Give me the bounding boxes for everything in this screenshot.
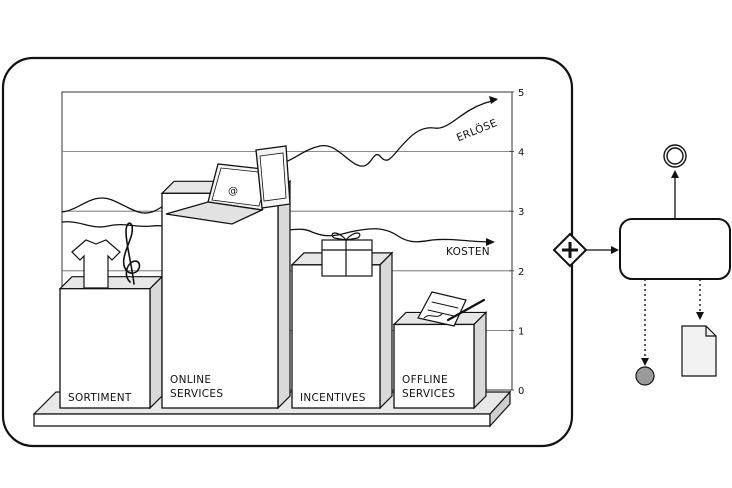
gift-bow-icon	[331, 232, 361, 241]
bar-face	[59, 288, 151, 409]
bar-label: SERVICES	[170, 388, 223, 400]
bar-top	[58, 276, 164, 290]
bar-labels: SORTIMENT ONLINE SERVICES INCENTIVES OFFLINE…	[68, 374, 455, 404]
bar-label: ONLINE	[170, 374, 211, 386]
letter-writing	[423, 301, 459, 319]
tick-label: 2	[518, 267, 524, 278]
parallel-gateway[interactable]	[552, 232, 588, 268]
tablet-display	[259, 152, 287, 202]
bar-label: OFFLINE	[402, 374, 448, 386]
data-object-document-icon[interactable]	[681, 325, 717, 377]
bar	[58, 275, 164, 410]
tick-label: 4	[518, 148, 524, 159]
tick-label: 1	[518, 326, 524, 337]
revenue-line	[61, 99, 497, 214]
bar	[392, 310, 488, 410]
bar-side	[277, 179, 291, 410]
bar	[160, 179, 292, 410]
bars	[58, 179, 488, 410]
bar-face	[161, 192, 279, 409]
pen-icon	[446, 298, 486, 322]
end-event-icon[interactable]	[635, 366, 655, 386]
laptop-symbol: @	[228, 186, 238, 197]
y-axis-ticks: 0 1 2 3 4 5	[509, 88, 524, 397]
sequence-flow-arrowhead	[611, 246, 619, 254]
base-platform-side	[489, 390, 511, 428]
laptop-keyboard-icon	[165, 201, 265, 225]
bar-label: INCENTIVES	[300, 392, 366, 404]
bar-side	[473, 310, 487, 410]
revenue-arrowhead	[489, 96, 498, 104]
treble-clef-icon	[122, 222, 141, 285]
gift-box-icon	[321, 239, 373, 277]
bar-face	[291, 264, 381, 409]
task-box[interactable]	[619, 218, 731, 280]
tshirt-icon	[71, 239, 121, 289]
bar	[290, 251, 394, 410]
bar-side	[149, 275, 163, 410]
bar-face	[393, 323, 475, 409]
tick-label: 5	[518, 88, 524, 99]
end-flow-arrowhead	[671, 170, 679, 178]
cost-line-label: KOSTEN	[446, 246, 490, 258]
cost-line	[61, 221, 493, 243]
cost-arrowhead	[486, 238, 495, 246]
tick-label: 0	[518, 386, 524, 397]
tick-label: 3	[518, 207, 524, 218]
bar-label: SORTIMENT	[68, 392, 132, 404]
base-platform-front	[33, 413, 491, 427]
bar-side	[379, 251, 393, 410]
bar-label: SERVICES	[402, 388, 455, 400]
